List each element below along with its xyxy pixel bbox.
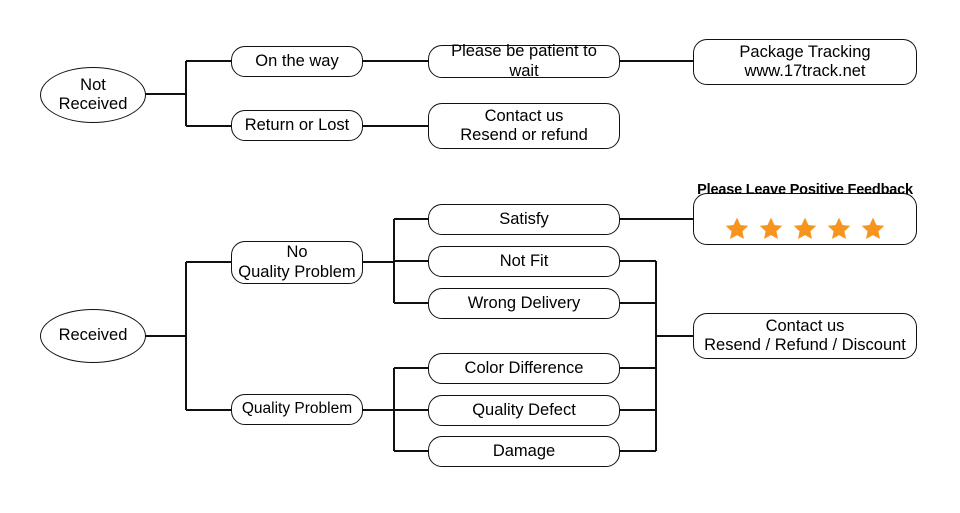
node-received-label: Received <box>58 326 128 345</box>
node-return-or-lost-label: Return or Lost <box>244 115 350 134</box>
node-be-patient-label: Please be patient to wait <box>451 42 597 80</box>
feedback-title-label: Please Leave Positive Feedback <box>697 181 913 198</box>
node-return-or-lost[interactable]: Return or Lost <box>231 110 363 141</box>
node-wrong-delivery-label: Wrong Delivery <box>467 293 581 312</box>
node-not-received[interactable]: Not Received <box>40 67 146 123</box>
node-not-received-label: Not Received <box>58 75 128 113</box>
node-received[interactable]: Received <box>40 309 146 363</box>
star-rating[interactable] <box>724 200 886 257</box>
node-damage[interactable]: Damage <box>428 436 620 467</box>
node-quality-defect[interactable]: Quality Defect <box>428 395 620 426</box>
node-quality-defect-label: Quality Defect <box>472 400 576 419</box>
node-not-fit[interactable]: Not Fit <box>428 246 620 277</box>
node-quality-problem[interactable]: Quality Problem <box>231 394 363 425</box>
node-contact-resend-refund-discount[interactable]: Contact us Resend / Refund / Discount <box>693 313 917 359</box>
node-no-quality-problem[interactable]: No Quality Problem <box>231 241 363 284</box>
node-color-difference-label: Color Difference <box>464 358 584 377</box>
node-color-difference[interactable]: Color Difference <box>428 353 620 384</box>
node-no-quality-problem-label: No Quality Problem <box>238 243 356 281</box>
node-contact-resend-refund-label: Contact us Resend or refund <box>460 106 588 144</box>
node-contact-resend-refund[interactable]: Contact us Resend or refund <box>428 103 620 149</box>
node-wrong-delivery[interactable]: Wrong Delivery <box>428 288 620 319</box>
node-on-the-way-label: On the way <box>255 51 339 70</box>
star-icon[interactable] <box>792 200 818 257</box>
star-icon[interactable] <box>724 200 750 257</box>
node-satisfy[interactable]: Satisfy <box>428 204 620 235</box>
node-on-the-way[interactable]: On the way <box>231 46 363 77</box>
node-quality-problem-label: Quality Problem <box>241 400 353 418</box>
node-not-fit-label: Not Fit <box>499 251 549 270</box>
node-damage-label: Damage <box>492 441 556 460</box>
star-icon[interactable] <box>758 200 784 257</box>
node-contact-resend-refund-discount-label: Contact us Resend / Refund / Discount <box>704 316 906 354</box>
node-positive-feedback[interactable]: Please Leave Positive Feedback <box>693 182 917 245</box>
node-be-patient[interactable]: Please be patient to wait <box>428 42 620 80</box>
node-package-tracking[interactable]: Package Tracking www.17track.net <box>693 39 917 85</box>
star-icon[interactable] <box>826 200 852 257</box>
star-icon[interactable] <box>860 200 886 257</box>
node-package-tracking-label: Package Tracking www.17track.net <box>739 42 871 80</box>
node-satisfy-label: Satisfy <box>499 209 549 228</box>
